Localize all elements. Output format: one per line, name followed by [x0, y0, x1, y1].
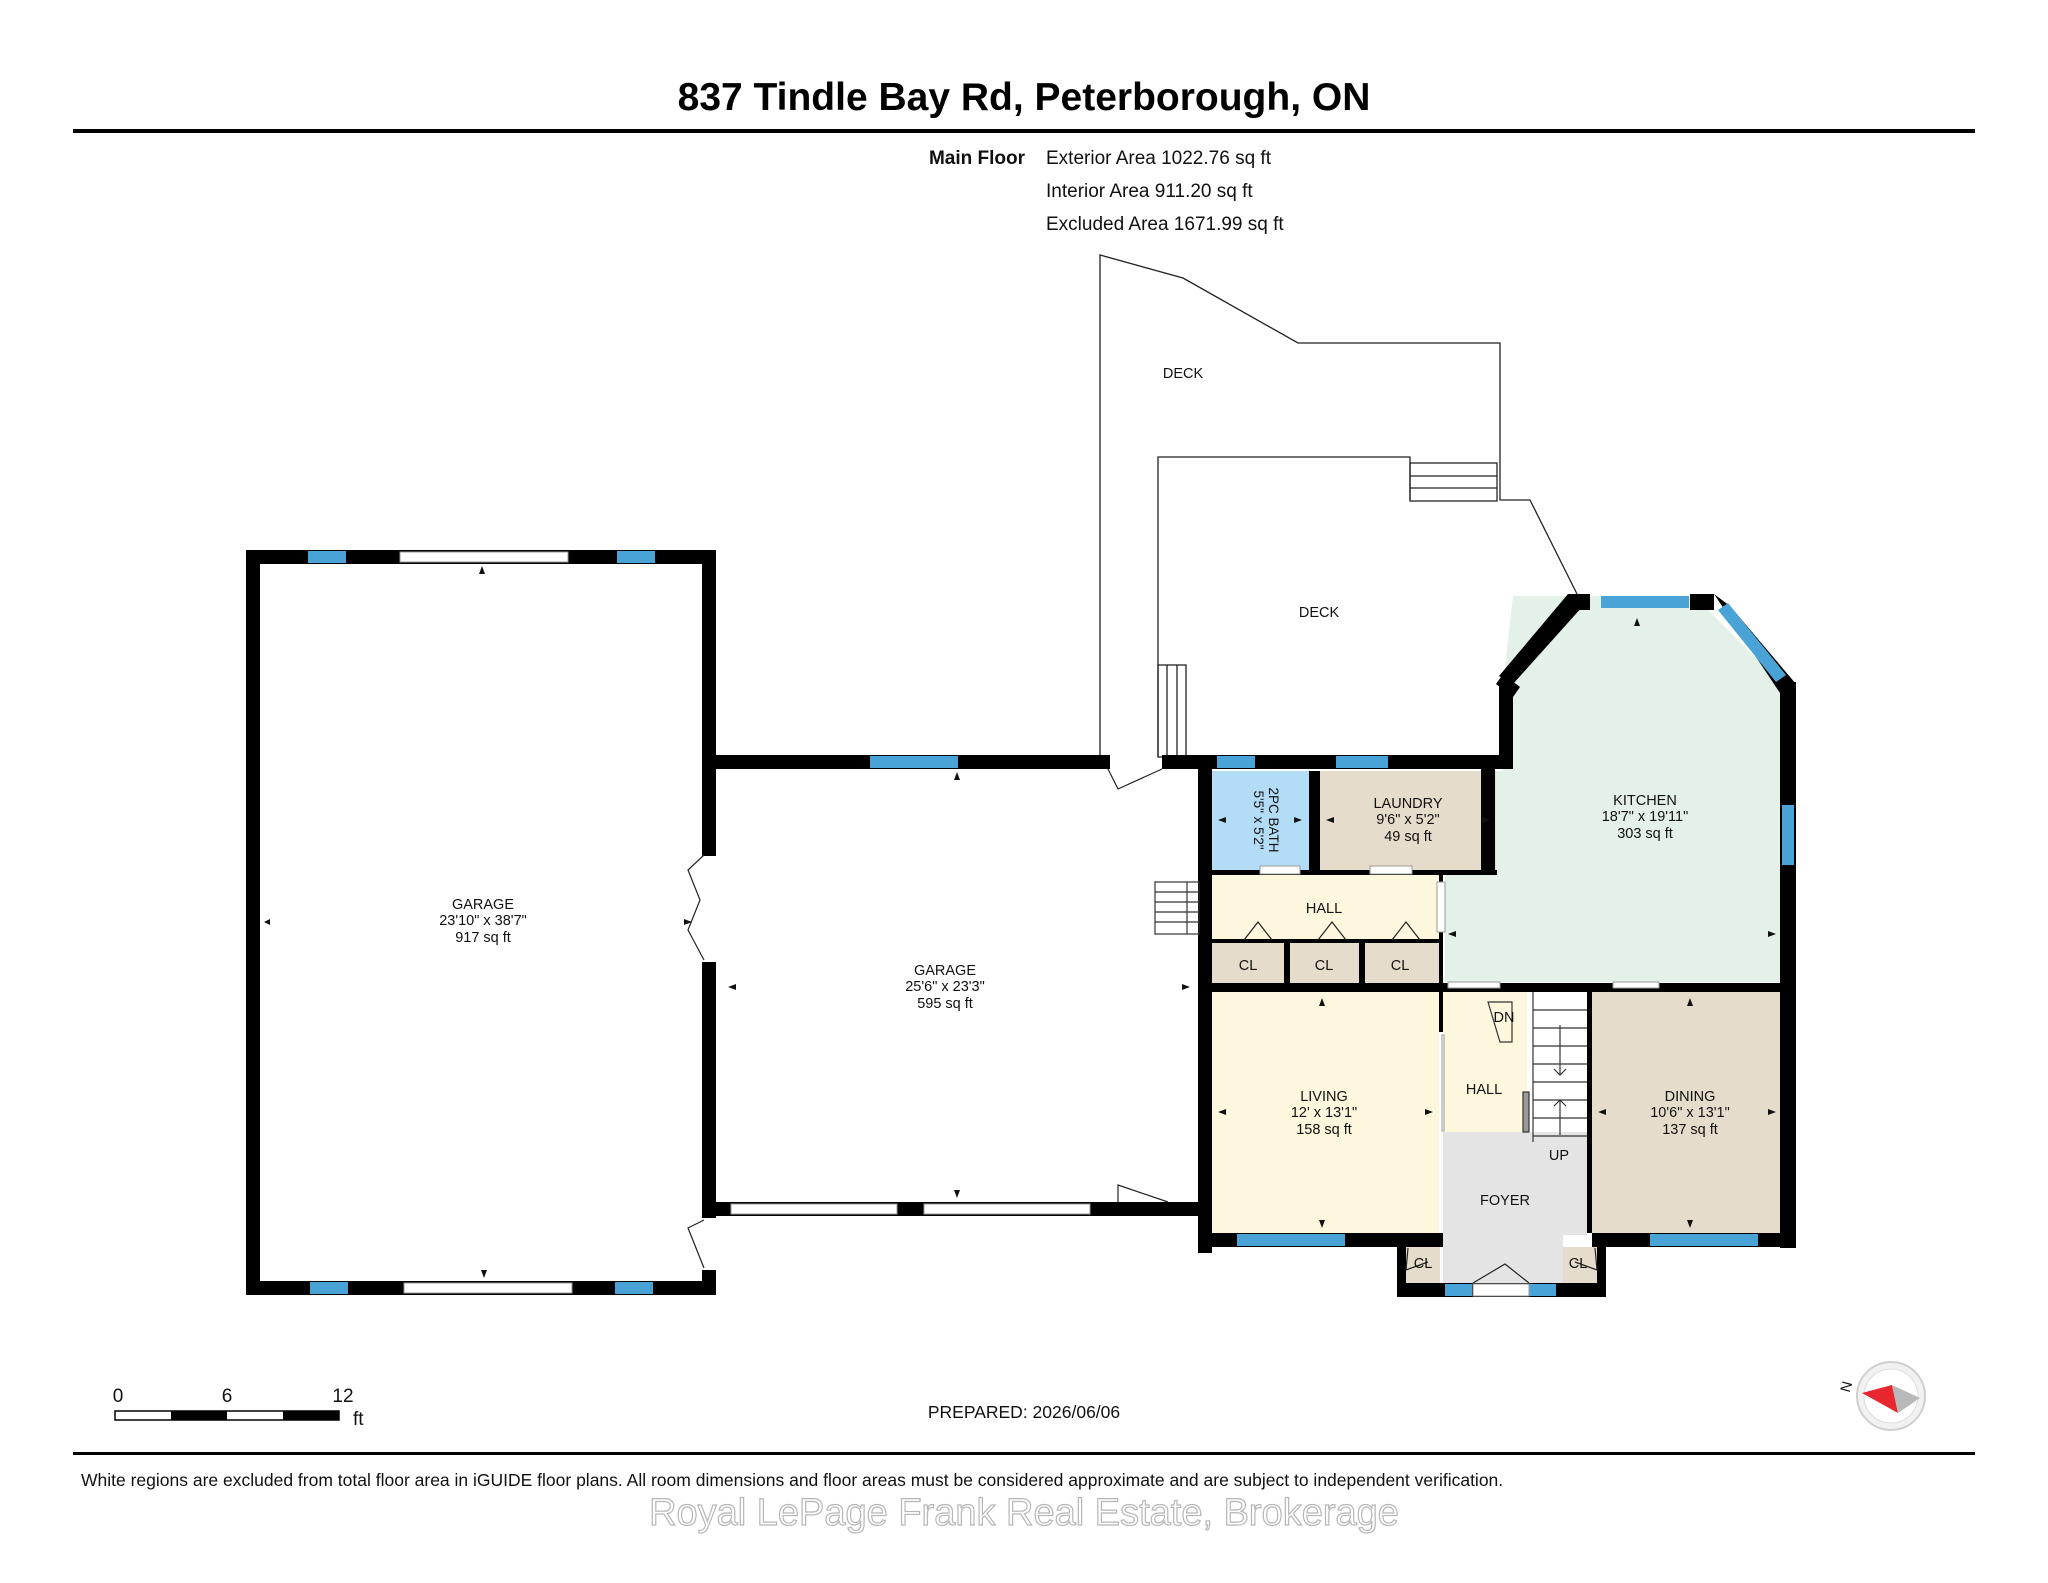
closet-3-name: CL — [1391, 958, 1410, 974]
floor-label: Main Floor — [929, 148, 1026, 169]
interior-area: Interior Area 911.20 sq ft — [1046, 181, 1253, 202]
deck-outline — [1099, 254, 1578, 758]
closet-1-fill — [1212, 943, 1284, 983]
closet-1-name: CL — [1239, 958, 1258, 974]
footer-disclaimer: White regions are excluded from total fl… — [81, 1470, 1503, 1490]
closet-4-name: CL — [1414, 1256, 1433, 1272]
garage-left-dims: 23'10" x 38'7" — [439, 913, 527, 929]
compass-north-letter: N — [1838, 1380, 1856, 1394]
dining-area: 137 sq ft — [1662, 1122, 1718, 1138]
stairs — [1154, 881, 1587, 1142]
garage-left-area: 917 sq ft — [455, 930, 511, 946]
garage-mid-area: 595 sq ft — [917, 996, 973, 1012]
prepared-date: PREPARED: 2026/06/06 — [928, 1402, 1120, 1422]
bath-dims: 5'5" x 5'2" — [1251, 790, 1266, 849]
room-fills — [1212, 596, 1782, 1283]
laundry-fill — [1320, 771, 1496, 870]
scale-tick-6: 6 — [222, 1386, 233, 1407]
excluded-area: Excluded Area 1671.99 sq ft — [1046, 214, 1284, 235]
living-fill — [1212, 992, 1439, 1233]
header-rule — [73, 129, 1975, 133]
living-dims: 12' x 13'1" — [1291, 1105, 1357, 1121]
bath-name: 2PC BATH — [1266, 787, 1281, 852]
brokerage-watermark: Royal LePage Frank Real Estate, Brokerag… — [649, 1492, 1399, 1534]
foyer-fill — [1443, 1132, 1587, 1283]
kitchen-area: 303 sq ft — [1617, 826, 1673, 842]
hall-upper-name: HALL — [1306, 901, 1342, 917]
room-labels: GARAGE 23'10" x 38'7" 917 sq ft GARAGE 2… — [439, 787, 1730, 1272]
laundry-name: LAUNDRY — [1373, 796, 1442, 812]
page-title: 837 Tindle Bay Rd, Peterborough, ON — [678, 76, 1371, 119]
closet-5-fill — [1563, 1247, 1597, 1283]
living-name: LIVING — [1300, 1089, 1348, 1105]
windows — [308, 551, 1794, 1296]
footer-rule — [73, 1452, 1975, 1455]
dining-name: DINING — [1665, 1089, 1716, 1105]
stairs-down-label: DN — [1494, 1010, 1515, 1026]
closet-3-fill — [1365, 943, 1439, 983]
exterior-area: Exterior Area 1022.76 sq ft — [1046, 148, 1272, 169]
garage-left-name: GARAGE — [452, 897, 514, 913]
foyer-name: FOYER — [1480, 1193, 1530, 1209]
laundry-area: 49 sq ft — [1384, 829, 1432, 845]
compass-icon: N — [1838, 1361, 1926, 1431]
scale-tick-12: 12 — [332, 1386, 353, 1407]
closet-5-name: CL — [1569, 1256, 1588, 1272]
dining-fill — [1592, 992, 1782, 1233]
stairs-up-label: UP — [1549, 1148, 1569, 1164]
living-area: 158 sq ft — [1296, 1122, 1352, 1138]
hall-lower-fill — [1443, 992, 1527, 1132]
kitchen-fill — [1442, 596, 1782, 982]
openings — [399, 551, 1660, 1297]
kitchen-dims: 18'7" x 19'11" — [1602, 809, 1689, 825]
closet-2-fill — [1290, 943, 1359, 983]
kitchen-name: KITCHEN — [1613, 793, 1677, 809]
deck-lower-label: DECK — [1299, 605, 1340, 621]
closet-4-fill — [1406, 1247, 1440, 1283]
laundry-dims: 9'6" x 5'2" — [1376, 812, 1439, 828]
closet-2-name: CL — [1315, 958, 1334, 974]
stairs-fill — [1527, 992, 1587, 1142]
door-swings — [687, 768, 1598, 1284]
dimension-arrows — [264, 566, 1776, 1278]
dining-dims: 10'6" x 13'1" — [1650, 1105, 1730, 1121]
garage-mid-dims: 25'6" x 23'3" — [905, 979, 985, 995]
hall-lower-name: HALL — [1466, 1082, 1502, 1098]
scale-tick-0: 0 — [113, 1386, 124, 1407]
bath-fill — [1212, 771, 1309, 870]
scale-bar: 0 6 12 ft — [113, 1386, 365, 1430]
deck-upper-label: DECK — [1163, 366, 1204, 382]
scale-unit: ft — [353, 1409, 364, 1430]
garage-mid-name: GARAGE — [914, 963, 976, 979]
